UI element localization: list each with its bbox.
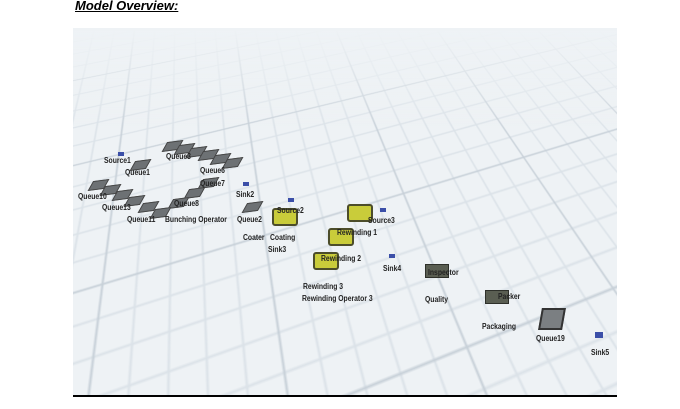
object-label: Queue7 (200, 179, 225, 188)
object-label: Bunching Operator (165, 215, 227, 224)
source2-object[interactable] (288, 198, 294, 202)
object-label: Packaging (482, 322, 517, 331)
object-label: Quality (425, 295, 449, 304)
coater-object[interactable] (272, 208, 298, 226)
object-label: Coating (270, 233, 296, 242)
object-label: Source1 (104, 156, 131, 165)
object-label: Coater (243, 233, 265, 242)
object-label: Sink5 (591, 348, 610, 357)
object-label: Queue1 (125, 168, 150, 177)
object-label: Queue13 (102, 203, 131, 212)
object-label: Queue11 (127, 215, 156, 224)
object-label: Queue3 (166, 152, 191, 161)
object-label: Rewinding 2 (321, 254, 362, 263)
object-label: Rewinding Operator 3 (302, 294, 373, 303)
object-label: Queue2 (237, 215, 262, 224)
object-label: Rewinding 1 (337, 228, 378, 237)
object-label: Queue19 (536, 334, 565, 343)
rewinding3-object[interactable] (313, 252, 339, 270)
object-label: Source3 (368, 216, 395, 225)
rewinding2-object[interactable] (328, 228, 354, 246)
object-label: Queue8 (174, 199, 199, 208)
sink4-object[interactable] (389, 254, 395, 258)
rewinding1-object[interactable] (347, 204, 373, 222)
object-label: Sink4 (383, 264, 402, 273)
object-label: Sink2 (236, 190, 255, 199)
object-label: Queue6 (200, 166, 225, 175)
queue19-object[interactable] (538, 308, 566, 330)
divider (73, 395, 617, 397)
object-label: Packer (498, 292, 521, 301)
object-label: Source2 (277, 206, 304, 215)
object-label: Sink3 (268, 245, 287, 254)
section-heading: Model Overview: (75, 0, 179, 13)
object-label: Rewinding 3 (303, 282, 344, 291)
source3-object[interactable] (380, 208, 386, 212)
sink5-object[interactable] (595, 332, 603, 338)
packer-object[interactable] (485, 290, 509, 304)
object-label: Queue10 (78, 192, 107, 201)
source1-object[interactable] (118, 152, 124, 156)
sink2-object[interactable] (243, 182, 249, 186)
model-3d-view[interactable]: Source1 Queue1 Queue3 Queue6 Queue7 Queu… (73, 28, 617, 395)
object-label: Inspector (428, 268, 459, 277)
inspector-object[interactable] (425, 264, 449, 278)
